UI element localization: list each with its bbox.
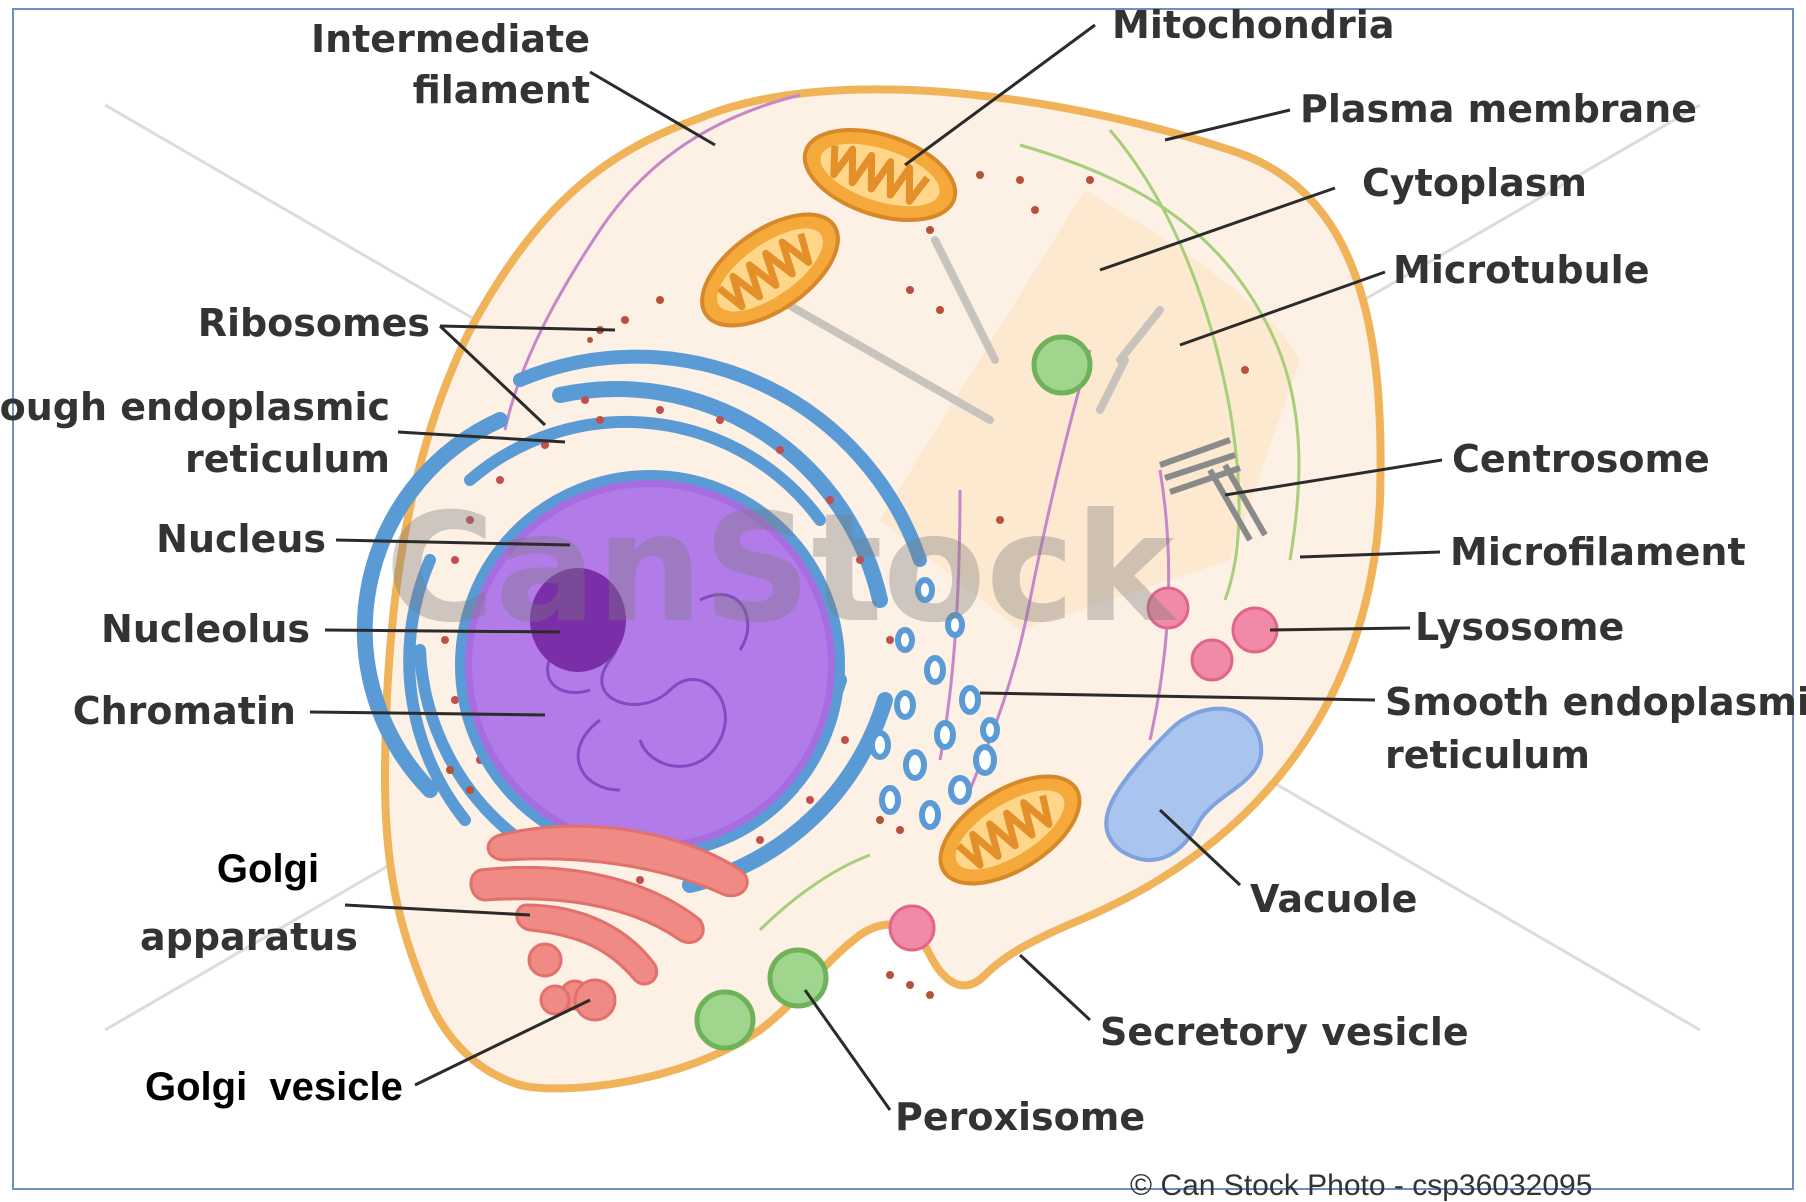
- credit-line: © Can Stock Photo - csp36032095: [1130, 1169, 1592, 1202]
- watermark-text: CanStock: [385, 482, 1178, 656]
- label-centrosome: Centrosome: [1452, 437, 1710, 481]
- label-rough-er-line1: Rough endoplasmic: [0, 385, 390, 429]
- label-ribosomes: Ribosomes: [198, 301, 430, 345]
- label-smooth-er-line1: Smooth endoplasmic: [1385, 680, 1806, 724]
- label-nucleus: Nucleus: [156, 517, 326, 561]
- label-lysosome: Lysosome: [1415, 605, 1624, 649]
- label-microfilament: Microfilament: [1450, 530, 1746, 574]
- label-cytoplasm: Cytoplasm: [1362, 161, 1587, 205]
- label-chromatin: Chromatin: [73, 689, 296, 733]
- label-golgi-vesicle: Golgi vesicle: [145, 1065, 403, 1109]
- label-golgi-apparatus-line2: apparatus: [140, 915, 358, 959]
- label-intermediate-filament-line2: filament: [413, 68, 590, 112]
- label-peroxisome: Peroxisome: [895, 1095, 1145, 1139]
- label-mitochondria: Mitochondria: [1112, 3, 1394, 47]
- label-nucleolus: Nucleolus: [101, 607, 310, 651]
- label-microtubule: Microtubule: [1393, 248, 1649, 292]
- label-rough-er-line2: reticulum: [185, 437, 390, 481]
- label-smooth-er-line2: reticulum: [1385, 733, 1590, 777]
- label-vacuole: Vacuole: [1250, 877, 1417, 921]
- label-intermediate-filament-line1: Intermediate: [311, 17, 590, 61]
- label-plasma-membrane: Plasma membrane: [1300, 87, 1697, 131]
- label-secretory-vesicle: Secretory vesicle: [1100, 1010, 1469, 1054]
- label-golgi-apparatus-line1: Golgi: [217, 847, 319, 891]
